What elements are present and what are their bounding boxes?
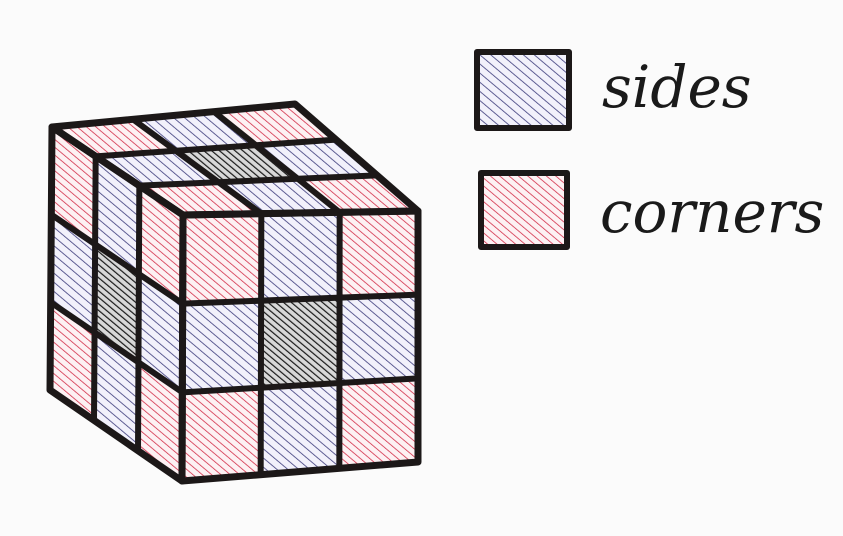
sticker-left-sides <box>95 156 140 274</box>
sticker-front-sides <box>261 212 340 301</box>
face-outline-top <box>48 100 422 219</box>
grid-line-top <box>211 108 343 216</box>
sticker-left-corners <box>138 185 183 304</box>
sticker-front-corners <box>182 213 262 304</box>
grid-line-left <box>48 211 186 307</box>
sticker-left-sides <box>50 214 96 333</box>
sticker-left-corners <box>50 302 95 421</box>
grid-line-top <box>92 136 339 160</box>
sticker-front-corners <box>339 378 418 469</box>
legend-item-sides: sides <box>474 49 752 131</box>
legend-label-sides: sides <box>602 53 752 121</box>
sticker-top-sides <box>218 178 340 214</box>
sticker-front-corners <box>182 387 261 481</box>
grid-line-front <box>257 210 265 478</box>
sticker-left-sides <box>94 332 139 451</box>
sticker-front-sides <box>260 383 340 475</box>
sticker-left-sides <box>138 274 183 393</box>
sticker-top-corners <box>139 182 262 215</box>
grid-line-top <box>130 116 265 217</box>
grid-line-top <box>136 172 380 189</box>
grid-line-left <box>47 299 186 396</box>
sticker-front-centers <box>260 297 340 388</box>
legend: sides corners <box>474 49 824 250</box>
grid-line-front <box>179 291 421 307</box>
grid-line-left <box>91 153 99 424</box>
sticker-front-sides <box>182 300 262 393</box>
sticker-left-corners <box>138 362 183 481</box>
grid-line-front <box>179 375 421 396</box>
legend-label-corners: corners <box>600 178 824 246</box>
cube-grid-lines <box>46 100 422 485</box>
sticker-left-corners <box>51 127 96 245</box>
legend-swatch-sides <box>474 49 572 131</box>
grid-line-left <box>135 182 143 454</box>
sticker-left-centers <box>94 244 139 363</box>
sticker-front-corners <box>339 211 418 298</box>
legend-item-corners: corners <box>478 170 824 250</box>
sticker-top-corners <box>297 175 418 213</box>
sticker-front-sides <box>339 294 418 383</box>
legend-swatch-corners <box>478 170 570 250</box>
